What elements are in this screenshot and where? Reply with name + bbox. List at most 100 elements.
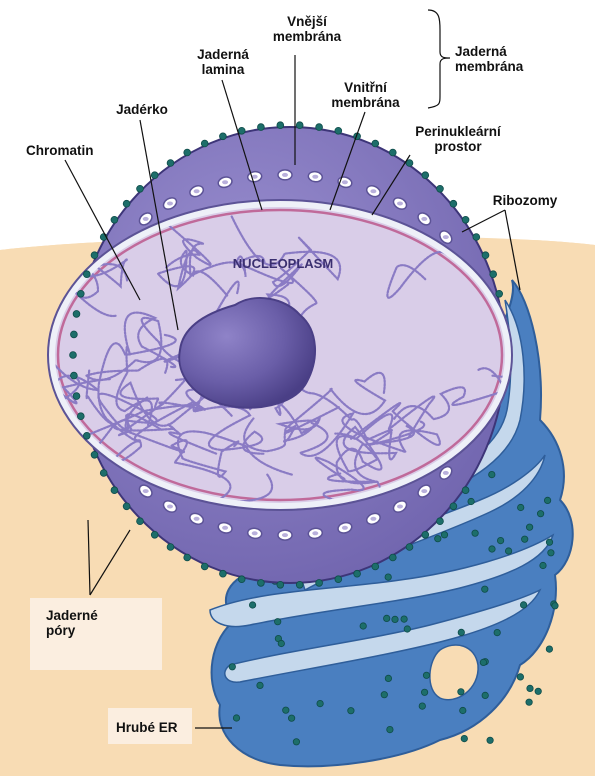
label-jaderko: Jadérko [102, 102, 182, 117]
ribosome [389, 149, 396, 156]
ribosome [123, 200, 130, 207]
ribosome [360, 623, 366, 629]
ribosome [517, 674, 523, 680]
ribosome [372, 140, 379, 147]
ribosome [490, 271, 497, 278]
ribosome [201, 140, 208, 147]
nuclear-pore-center [282, 533, 288, 537]
ribosome [461, 735, 467, 741]
ribosome [372, 563, 379, 570]
ribosome [238, 576, 245, 583]
ribosome [520, 602, 526, 608]
nuclear-pore-center [194, 189, 200, 193]
ribosome [548, 550, 554, 556]
nuclear-pore-center [370, 189, 376, 193]
ribosome [257, 682, 263, 688]
ribosome [184, 149, 191, 156]
nuclear-pore-center [167, 505, 173, 509]
ribosome [441, 532, 447, 538]
ribosome [83, 271, 90, 278]
nuclear-pore-center [282, 173, 288, 177]
nuclear-pore-center [397, 505, 403, 509]
nuclear-pore-center [252, 531, 258, 535]
ribosome [482, 692, 488, 698]
ribosome [401, 616, 407, 622]
ribosome [316, 124, 323, 131]
ribosome [293, 739, 299, 745]
ribosome [220, 133, 227, 140]
ribosome [151, 531, 158, 538]
label-chromatin: Chromatin [26, 143, 126, 158]
ribosome [482, 252, 489, 259]
nuclear-pore-center [342, 180, 348, 184]
ribosome [419, 703, 425, 709]
nuclear-pore-center [443, 235, 449, 239]
ribosome [537, 511, 543, 517]
nuclear-pore-center [222, 526, 228, 530]
ribosome [288, 715, 294, 721]
ribosome [435, 536, 441, 542]
ribosome [220, 570, 227, 577]
ribosome [137, 185, 144, 192]
label-jaderne-pory: Jaderné póry [46, 608, 146, 638]
ribosome [100, 470, 107, 477]
ribosome [77, 290, 84, 297]
ribosome [111, 216, 118, 223]
nuclear-pore-center [143, 489, 149, 493]
ribosome [77, 413, 84, 420]
ribosome [233, 715, 239, 721]
ribosome [472, 530, 478, 536]
label-hrube-er: Hrubé ER [116, 720, 196, 735]
ribosome [496, 290, 503, 297]
ribosome [546, 646, 552, 652]
ribosome [473, 234, 480, 241]
ribosome [518, 504, 524, 510]
ribosome [91, 451, 98, 458]
label-ribozomy: Ribozomy [480, 193, 570, 208]
ribosome [275, 619, 281, 625]
ribosome [123, 503, 130, 510]
label-vnejsi-membrana: Vnější membrána [262, 14, 352, 44]
nuclear-pore-center [397, 202, 403, 206]
ribosome [526, 699, 532, 705]
ribosome [404, 626, 410, 632]
ribosome [535, 688, 541, 694]
nuclear-pore-center [342, 526, 348, 530]
ribosome [151, 172, 158, 179]
ribosome [335, 127, 342, 134]
ribosome [83, 432, 90, 439]
ribosome [73, 393, 80, 400]
ribosome [278, 640, 284, 646]
ribosome [422, 531, 429, 538]
nuclear-pore-center [370, 517, 376, 521]
ribosome [422, 172, 429, 179]
ribosome [137, 518, 144, 525]
ribosome [450, 503, 457, 510]
nuclear-pore-center [167, 202, 173, 206]
nuclear-pore-center [443, 471, 449, 475]
nuclear-pore-center [421, 489, 427, 493]
nuclear-pore-center [312, 175, 318, 179]
ribosome [494, 629, 500, 635]
ribosome [258, 580, 265, 587]
ribosome [111, 487, 118, 494]
ribosome [387, 726, 393, 732]
ribosome [487, 737, 493, 743]
ribosome [406, 544, 413, 551]
ribosome [437, 185, 444, 192]
label-jaderna-membrana: Jaderná membrána [455, 44, 565, 74]
ribosome [296, 122, 303, 129]
ribosome [354, 570, 361, 577]
ribosome [480, 659, 486, 665]
ribosome [184, 554, 191, 561]
ribosome [238, 127, 245, 134]
ribosome [489, 471, 495, 477]
ribosome [489, 546, 495, 552]
label-perinuklearni-prostor: Perinukleární prostor [403, 124, 513, 154]
ribosome [91, 252, 98, 259]
ribosome [277, 122, 284, 129]
ribosome [458, 629, 464, 635]
ribosome [70, 352, 77, 359]
ribosome [526, 524, 532, 530]
ribosome [552, 603, 558, 609]
